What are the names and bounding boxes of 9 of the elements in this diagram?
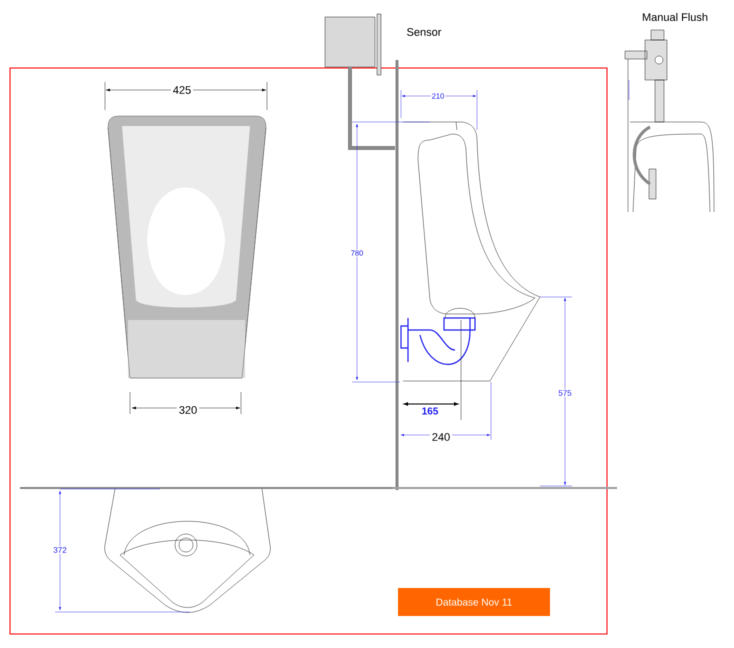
caption-text: Manual Flush — [642, 12, 708, 22]
dimension-value: 165 — [422, 407, 438, 415]
caption-text: Sensor — [407, 28, 442, 36]
dimension-value: 372 — [52, 546, 68, 554]
dimension-value: 575 — [557, 389, 573, 397]
date-badge: Database Nov 11 — [398, 588, 550, 616]
dimension-value: 425 — [170, 84, 194, 96]
dimension-value: 320 — [176, 404, 200, 416]
dimension-value: 240 — [430, 431, 452, 443]
